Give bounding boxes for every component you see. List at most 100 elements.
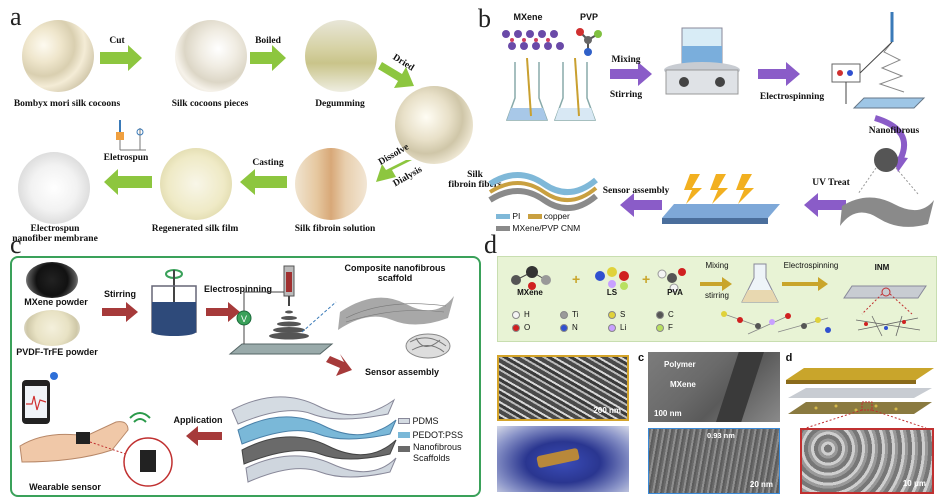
c-legend-pdms: PDMS	[412, 416, 439, 426]
b-mxene-label: MXene	[513, 12, 543, 22]
d-flask	[741, 263, 779, 303]
degumming-photo	[305, 20, 377, 92]
d-spacing-label: 0.93 nm	[707, 431, 735, 440]
legend-item-n: N	[560, 323, 608, 332]
fibers-caption: Silk fibroin fibers	[448, 170, 502, 191]
legend-symbol: N	[572, 323, 578, 332]
b-stirring-label: Stirring	[609, 90, 643, 100]
c-scaffold-sheet	[338, 296, 454, 359]
legend-dot	[512, 310, 520, 319]
panel-d-arrows	[700, 277, 828, 291]
scale-200nm: 200 nm	[593, 406, 621, 415]
arrow-boiled	[250, 45, 286, 71]
d-hrtem-image: 0.93 nm 20 nm	[648, 428, 780, 494]
b-pvp-label: PVP	[579, 12, 598, 22]
label-cut: Cut	[109, 36, 125, 46]
d-sem-10um-image: 10 μm	[800, 428, 934, 494]
pieces-caption: Silk cocoons pieces	[171, 99, 249, 109]
d-sensor-strip	[536, 447, 580, 469]
legend-symbol: F	[668, 323, 673, 332]
panel-b-arrows	[610, 62, 908, 217]
arrow-b-assembly	[620, 193, 662, 217]
arrow-d-mixing	[700, 277, 732, 291]
d-inm-label: INM	[874, 263, 890, 272]
b-electrospinning-device	[831, 12, 926, 109]
legend-dot	[608, 310, 616, 319]
scale-10um: 10 μm	[902, 479, 926, 488]
b-layered-sensor	[488, 172, 598, 211]
label-boiled: Boiled	[255, 36, 281, 46]
b-uv-substrate	[662, 174, 780, 224]
pvdf-powder-photo	[24, 310, 80, 346]
pvp-molecule	[576, 28, 602, 56]
arrow-cut	[100, 45, 142, 71]
b-assembly-label: Sensor assembly	[602, 186, 670, 196]
degumming-caption: Degumming	[315, 99, 365, 109]
panel-label-c: c	[10, 230, 22, 259]
film-caption: Regenerated silk film	[151, 224, 239, 234]
d-electrospinning-label: Electrospinning	[783, 261, 839, 270]
panel-d-top	[497, 256, 937, 342]
legend-dot	[560, 310, 568, 319]
c-stirring-label: Stirring	[103, 289, 136, 299]
d-stirring-label: stirring	[704, 291, 729, 300]
c-layered-sensor	[231, 396, 397, 483]
cocoons-caption: Bombyx mori silk cocoons	[13, 99, 121, 109]
magnetic-stirrer	[664, 27, 740, 95]
legend-dot	[512, 323, 520, 332]
arrow-b-mixing	[610, 62, 652, 86]
d-sem-image: 200 nm	[497, 355, 629, 421]
arrow-casting	[240, 169, 287, 195]
legend-item-f: F	[656, 323, 704, 332]
film-photo	[160, 148, 232, 220]
b-mixing-label: Mixing	[611, 55, 641, 65]
arrow-dissolve	[376, 160, 412, 182]
c-assembly-label: Sensor assembly	[364, 367, 440, 377]
panel-c-frame	[10, 256, 481, 497]
d-mxene-label: MXene	[517, 288, 543, 297]
wifi-icon	[133, 418, 147, 423]
legend-dot	[560, 323, 568, 332]
solution-caption: Silk fibroin solution	[294, 224, 376, 234]
arrow-eletrospun	[104, 169, 152, 195]
legend-dot	[656, 310, 664, 319]
eletrospun-setup-icon	[116, 120, 146, 151]
svg-text:+: +	[572, 271, 580, 287]
c-legend: PDMS PEDOT:PSS Nanofibrous Scaffolds	[398, 414, 463, 464]
solution-photo	[295, 148, 367, 220]
b-legend-pi: PI	[512, 211, 521, 221]
b-nanofiber-sheet	[840, 148, 934, 227]
panel-c-arrows	[102, 302, 352, 446]
svg-text:+: +	[642, 271, 650, 287]
arrow-b-electro	[758, 62, 800, 86]
c-stirring-beaker	[151, 269, 197, 336]
arrow-c-stirring	[102, 302, 138, 322]
d-mixing-label: Mixing	[705, 261, 729, 270]
c-scaffold-label: Composite nanofibrous scaffold	[344, 263, 446, 283]
legend-symbol: Ti	[572, 310, 579, 319]
arrow-c-assembly	[326, 354, 352, 376]
c-legend-pedot: PEDOT:PSS	[412, 430, 464, 440]
legend-symbol: S	[620, 310, 626, 319]
arrow-b-uv	[804, 193, 846, 217]
legend-item-li: Li	[608, 323, 656, 332]
c-electrospinning-setup: V	[228, 265, 337, 355]
legend-symbol: H	[524, 310, 530, 319]
voltage-symbol: V	[241, 314, 247, 324]
c-legend-scaffold: Nanofibrous Scaffolds	[413, 442, 462, 463]
arrow-c-application	[186, 426, 222, 446]
d-sublabel-d: d	[785, 352, 793, 364]
b-electrospinning-label: Electrospinning	[759, 92, 825, 102]
panel-label-a: a	[10, 2, 22, 31]
b-uv-label: UV Treat	[812, 178, 850, 188]
fibers-photo	[395, 86, 473, 164]
b-beakers	[505, 58, 597, 121]
d-glove-photo	[497, 426, 629, 492]
bluetooth-icon	[50, 372, 58, 380]
membrane-caption: Electrospun nanofiber membrane	[12, 224, 98, 245]
arrow-b-curve	[874, 115, 907, 162]
d-ls-label: LS	[606, 288, 618, 297]
arrow-dried	[378, 62, 414, 88]
legend-item-s: S	[608, 310, 656, 319]
d-sublabel-c: c	[637, 352, 645, 364]
